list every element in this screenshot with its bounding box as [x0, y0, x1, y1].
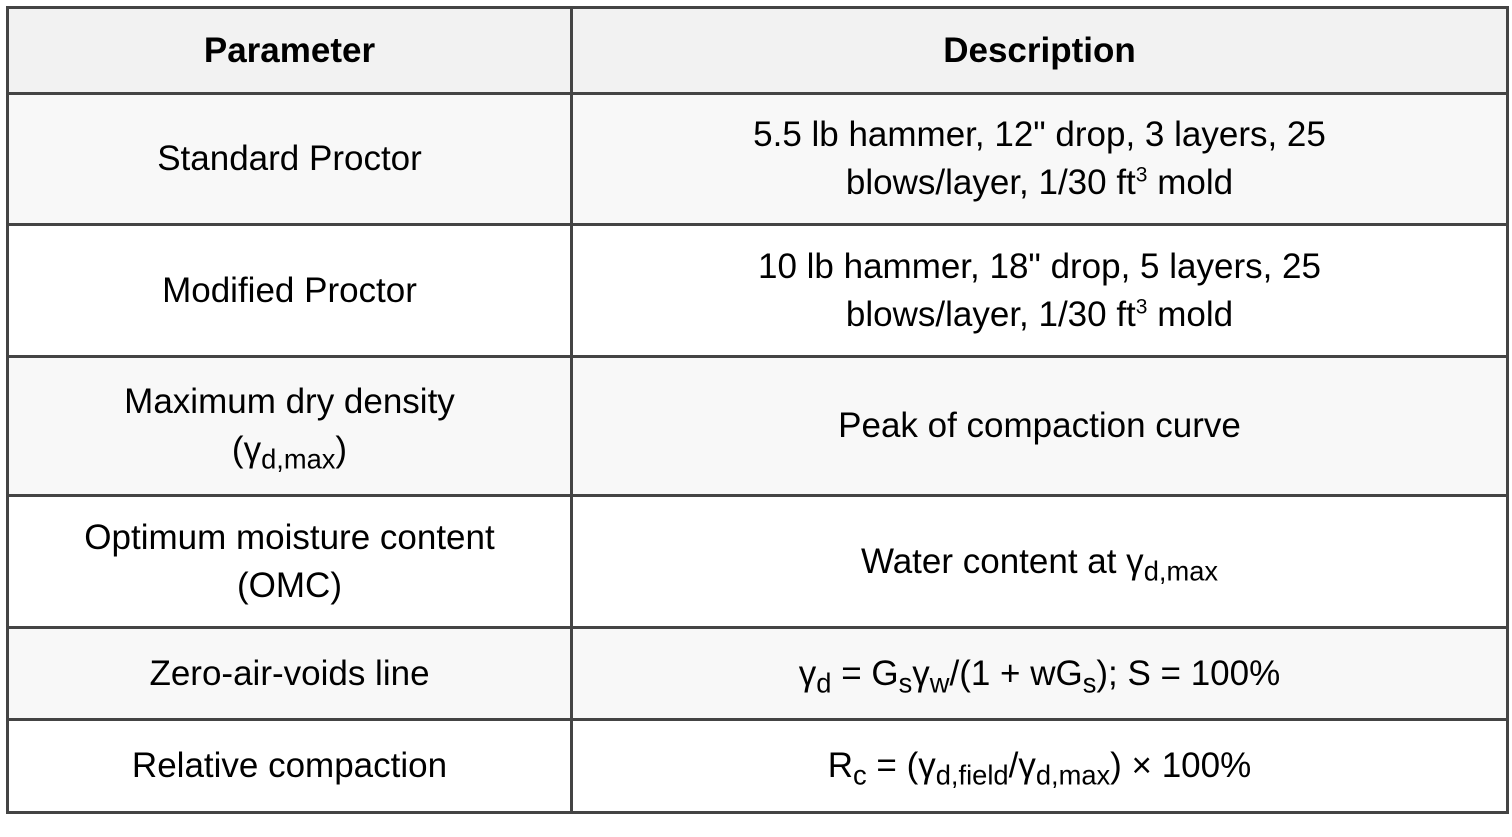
cell-parameter: Standard Proctor: [6, 92, 573, 226]
description-line1: 10 lb hammer, 18" drop, 5 layers, 25: [757, 246, 1321, 286]
formula-part: ); S = 100%: [1096, 653, 1281, 693]
formula-part: γ: [798, 653, 817, 693]
formula-part: = G: [831, 653, 899, 693]
description-text: Water content at γ: [860, 541, 1144, 581]
parameter-line1: Maximum dry density: [124, 382, 455, 421]
formula-subscript: d,field: [935, 759, 1009, 791]
parameter-line2: (OMC): [237, 565, 342, 605]
cell-description: Water content at γd,max: [570, 494, 1509, 629]
cell-description: Rc = (γd,field/γd,max) × 100%: [570, 718, 1509, 814]
description-line2-text: blows/layer, 1/30 ft: [845, 163, 1136, 202]
parameter-text: Relative compaction: [131, 746, 448, 785]
formula-subscript: s: [1082, 667, 1097, 699]
description-line2: blows/layer, 1/30 ft3 mold: [846, 295, 1233, 334]
table-row-optimum-moisture-content: Optimum moisture content (OMC) Water con…: [6, 494, 1509, 629]
cell-parameter: Zero-air-voids line: [6, 626, 573, 721]
cube-superscript: 3: [1135, 294, 1148, 318]
parameter-line1: Optimum moisture content: [84, 517, 495, 557]
cube-superscript: 3: [1135, 163, 1148, 187]
table-row-relative-compaction: Relative compaction Rc = (γd,field/γd,ma…: [6, 718, 1509, 814]
cell-description: 10 lb hammer, 18" drop, 5 layers, 25 blo…: [570, 223, 1509, 358]
description-line2-text: blows/layer, 1/30 ft: [845, 294, 1136, 334]
description-line2-tail: mold: [1147, 294, 1234, 334]
header-parameter: Parameter: [6, 6, 573, 95]
cell-parameter: Optimum moisture content (OMC): [6, 494, 573, 629]
formula-subscript: d: [816, 667, 832, 699]
formula-subscript: w: [929, 667, 950, 699]
cell-description: 5.5 lb hammer, 12" drop, 3 layers, 25 bl…: [570, 92, 1509, 226]
description-line2: blows/layer, 1/30 ft3 mold: [846, 163, 1233, 202]
cell-description: γd = Gsγw/(1 + wGs); S = 100%: [570, 626, 1509, 721]
formula-subscript: d,max: [1035, 759, 1111, 791]
formula-relative-compaction: Rc = (γd,field/γd,max) × 100%: [827, 746, 1252, 789]
formula-subscript: s: [898, 667, 913, 699]
formula-part: γ: [912, 653, 930, 693]
parameter-line2: (γd,max): [231, 430, 348, 473]
cell-parameter: Relative compaction: [6, 718, 573, 814]
close-paren: ): [335, 430, 348, 469]
formula-zero-air-voids: γd = Gsγw/(1 + wGs); S = 100%: [798, 653, 1281, 697]
formula-part: /(1 + wG: [949, 653, 1083, 693]
header-description: Description: [570, 6, 1509, 95]
parameter-text: Zero-air-voids line: [149, 653, 430, 693]
description-line1: 5.5 lb hammer, 12" drop, 3 layers, 25: [753, 115, 1326, 154]
parameter-text: Standard Proctor: [157, 139, 422, 178]
formula-part: = (γ: [866, 746, 936, 785]
table-row-maximum-dry-density: Maximum dry density (γd,max) Peak of com…: [6, 355, 1509, 497]
cell-parameter: Maximum dry density (γd,max): [6, 355, 573, 497]
compaction-parameters-table-container: Parameter Description Standard Proctor 5…: [6, 6, 1509, 814]
parameter-text: Modified Proctor: [162, 270, 417, 310]
formula-subscript: c: [853, 759, 867, 791]
formula-part: /γ: [1008, 746, 1036, 785]
description-text: Peak of compaction curve: [838, 406, 1241, 445]
description-line2-tail: mold: [1147, 163, 1234, 202]
table-row-modified-proctor: Modified Proctor 10 lb hammer, 18" drop,…: [6, 223, 1509, 358]
formula-part: R: [827, 746, 854, 785]
subscript-d-max: d,max: [1143, 555, 1219, 587]
formula-part: ) × 100%: [1110, 746, 1252, 785]
table-row-standard-proctor: Standard Proctor 5.5 lb hammer, 12" drop…: [6, 92, 1509, 226]
cell-description: Peak of compaction curve: [570, 355, 1509, 497]
subscript-d-max: d,max: [261, 443, 336, 475]
table-row-zero-air-voids-line: Zero-air-voids line γd = Gsγw/(1 + wGs);…: [6, 626, 1509, 721]
table-header-row: Parameter Description: [6, 6, 1509, 95]
cell-parameter: Modified Proctor: [6, 223, 573, 358]
compaction-parameters-table: Parameter Description Standard Proctor 5…: [6, 6, 1509, 814]
gamma-symbol: (γ: [231, 430, 262, 469]
